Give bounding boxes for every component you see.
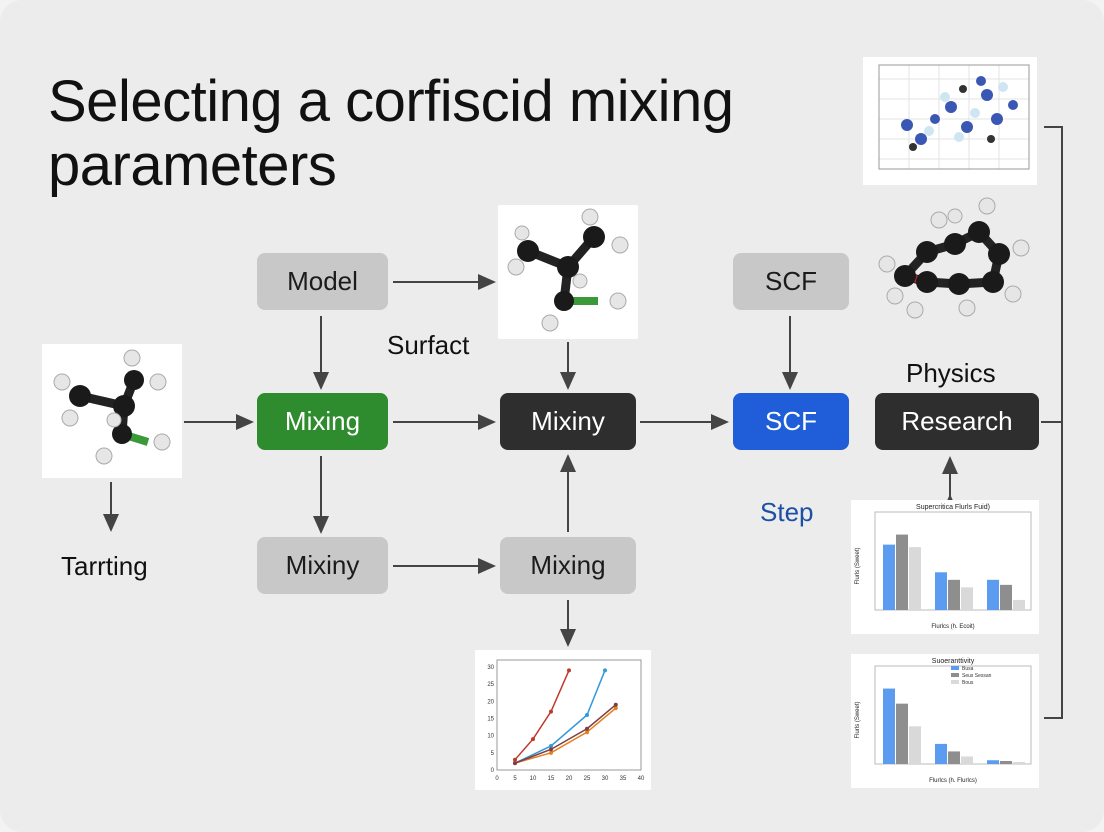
protein-plot-thumbnail — [863, 57, 1037, 185]
series-line — [514, 707, 617, 764]
bar — [935, 572, 947, 610]
x-tick-label: 5 — [513, 776, 517, 782]
node-mixiny-dark[interactable]: Mixiny — [500, 393, 636, 450]
x-tick-label: 35 — [620, 776, 627, 782]
legend-swatch — [951, 673, 959, 677]
node-mixing-light[interactable]: Mixing — [500, 537, 636, 594]
x-axis-label: Flurlcs (h. Flurlcs) — [929, 778, 977, 784]
bar — [987, 579, 999, 610]
x-tick-label: 20 — [566, 776, 573, 782]
series-line — [514, 704, 617, 764]
bar — [948, 751, 960, 764]
data-point — [513, 757, 517, 762]
bar — [909, 547, 921, 610]
y-tick-label: 5 — [491, 751, 495, 757]
bar — [1013, 761, 1025, 764]
x-axis-label: Flurlcs (h. Ecoit) — [931, 624, 974, 630]
series-line — [514, 670, 606, 764]
bar-chart-1: Supercritica Flurls Fuid) Flurlcs (h. Eco… — [851, 500, 1039, 634]
legend-swatch — [951, 666, 959, 670]
data-point — [513, 761, 517, 766]
node-research[interactable]: Research — [875, 393, 1039, 450]
data-point — [613, 706, 618, 711]
bar — [883, 544, 895, 610]
molecule-image-left — [42, 344, 182, 478]
molecule-image-center — [498, 205, 638, 339]
bar — [1000, 760, 1012, 764]
node-scf-top[interactable]: SCF — [733, 253, 849, 310]
bar — [896, 703, 908, 764]
node-model[interactable]: Model — [257, 253, 388, 310]
bar — [1000, 584, 1012, 610]
bar — [909, 726, 921, 764]
data-point — [567, 668, 571, 673]
legend-label: Bous — [962, 680, 974, 686]
x-tick-label: 10 — [530, 776, 537, 782]
node-mixing-green[interactable]: Mixing — [257, 393, 388, 450]
data-point — [549, 709, 553, 714]
data-point — [549, 750, 553, 755]
y-tick-label: 10 — [487, 734, 494, 740]
bar — [896, 534, 908, 610]
legend-label: Seus Sessan — [962, 673, 992, 679]
data-point — [531, 737, 535, 742]
x-tick-label: 15 — [548, 776, 555, 782]
y-axis-label: Flurls (Sweet) — [855, 701, 861, 738]
bar — [961, 756, 973, 764]
x-tick-label: 40 — [638, 776, 645, 782]
bar-chart-1-svg: Supercritica Flurls Fuid) Flurlcs (h. Eco… — [855, 504, 1032, 630]
legend-label: Busa — [962, 666, 974, 672]
bar — [987, 760, 999, 764]
legend-swatch — [951, 680, 959, 684]
y-tick-label: 20 — [487, 699, 494, 705]
line-chart: 0 5 10 15 20 25 30 35 40 0 5 10 15 20 25 30 — [475, 650, 651, 790]
series-line — [514, 670, 570, 761]
label-surfact: Surfact — [387, 330, 470, 360]
chart-title: Supercritica Flurls Fuid) — [916, 504, 990, 511]
x-tick-label: 0 — [495, 776, 499, 782]
bar — [883, 688, 895, 764]
bar — [935, 743, 947, 764]
diagram-title: Selecting a corfiscid mixing parameters — [48, 69, 734, 198]
data-point — [585, 730, 589, 735]
data-point — [549, 747, 553, 752]
bar — [1013, 599, 1025, 610]
data-point — [585, 726, 589, 731]
node-scf-blue[interactable]: SCF — [733, 393, 849, 450]
plot-frame — [496, 659, 642, 771]
bracket-right — [1044, 126, 1063, 719]
data-point — [585, 713, 589, 717]
data-point — [603, 668, 607, 673]
y-tick-label: 25 — [487, 682, 494, 688]
label-physics: Physics — [906, 358, 996, 388]
y-tick-label: 0 — [491, 768, 495, 774]
line-chart-svg: 0 5 10 15 20 25 30 35 40 0 5 10 15 20 25 30 — [487, 659, 645, 782]
x-tick-label: 30 — [602, 776, 609, 782]
molecule-image-right — [875, 192, 1035, 338]
chart-title: Suoeranttivity — [932, 658, 975, 665]
x-tick-label: 25 — [584, 776, 591, 782]
label-step: Step — [760, 497, 814, 527]
data-point — [613, 702, 618, 707]
node-mixiny-light[interactable]: Mixiny — [257, 537, 388, 594]
y-tick-label: 15 — [487, 716, 494, 722]
label-tarrting: Tarrting — [61, 551, 148, 581]
data-point — [549, 743, 553, 748]
bar — [961, 587, 973, 610]
bar — [948, 579, 960, 610]
y-tick-label: 30 — [487, 665, 494, 671]
y-axis-label: Flurls (Sweet) — [855, 547, 861, 584]
